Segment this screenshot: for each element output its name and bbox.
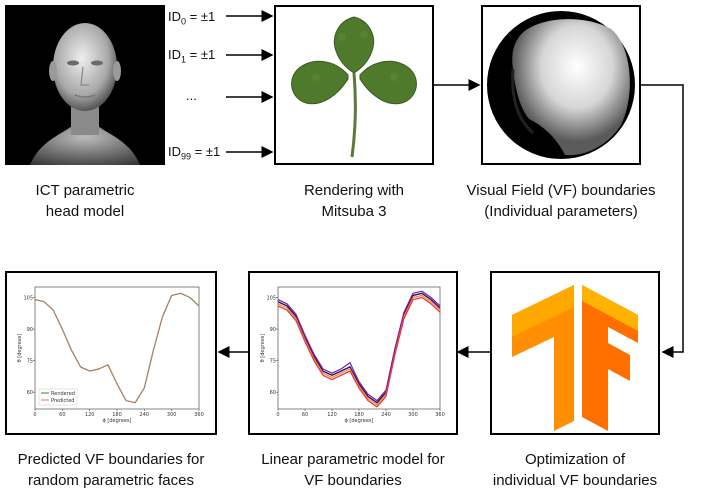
x-tick-label: 180 <box>354 412 364 418</box>
x-tick-label: 300 <box>167 412 177 418</box>
visual-field-sphere-icon <box>487 11 635 159</box>
y-tick-label: 60 <box>270 390 276 396</box>
x-tick-label: 60 <box>59 412 65 418</box>
vf-boundaries-box <box>481 5 641 165</box>
caption-vf-boundaries: Visual Field (VF) boundaries (Individual… <box>466 182 656 220</box>
y-tick-label: 60 <box>27 390 33 396</box>
legend-label: Rendered <box>51 391 75 397</box>
x-tick-label: 0 <box>33 412 36 418</box>
id-label-ellipsis: ... <box>186 88 197 103</box>
series-line <box>277 296 441 408</box>
y-tick-label: 90 <box>27 327 33 333</box>
id-label-99: ID99 = ±1 <box>168 144 221 162</box>
x-tick-label: 180 <box>112 412 122 418</box>
x-axis-label: ϕ [degrees] <box>103 418 132 424</box>
y-tick-label: 90 <box>270 327 276 333</box>
x-tick-label: 360 <box>435 412 445 418</box>
x-tick-label: 0 <box>276 412 279 418</box>
y-axis-label: θ [degrees] <box>17 334 23 363</box>
rendering-box <box>274 5 434 165</box>
x-tick-label: 240 <box>381 412 391 418</box>
predicted-chart: 0 60 120 180 240 300 360 105 90 75 60 ϕ [degrees] θ … <box>17 286 204 424</box>
arrow-vf-to-opt <box>661 250 684 358</box>
x-tick-label: 120 <box>85 412 95 418</box>
y-tick-label: 75 <box>270 359 276 365</box>
y-tick-label: 105 <box>266 296 276 302</box>
caption-optimization: Optimization of individual VF boundaries <box>492 451 658 489</box>
caption-linear-model: Linear parametric model for VF boundarie… <box>261 451 445 489</box>
leaf-icon <box>291 16 417 158</box>
y-tick-label: 105 <box>23 296 33 302</box>
x-tick-label: 60 <box>302 412 308 418</box>
optimization-box <box>490 271 660 435</box>
linear-chart-box: 0 60 120 180 240 300 360 105 90 75 60 ϕ [degrees] θ … <box>248 271 458 435</box>
tensorflow-logo-icon <box>512 285 638 431</box>
series-line <box>277 292 441 404</box>
series-line <box>34 292 200 404</box>
y-tick-label: 75 <box>27 359 33 365</box>
caption-rendering: Rendering with Mitsuba 3 <box>303 182 405 220</box>
predicted-chart-box: 0 60 120 180 240 300 360 105 90 75 60 ϕ [degrees] θ … <box>5 271 217 435</box>
series-line <box>34 292 200 404</box>
legend-label: Predicted <box>51 398 74 404</box>
x-tick-label: 300 <box>408 412 418 418</box>
id-label-1: ID1 = ±1 <box>168 47 216 65</box>
head-render-icon <box>5 5 165 165</box>
y-axis-label: θ [degrees] <box>260 334 266 363</box>
id-label-0: ID0 = ±1 <box>168 9 216 27</box>
x-tick-label: 240 <box>140 412 150 418</box>
caption-head-model: ICT parametric head model <box>35 182 135 220</box>
arrow-vf-to-opt-line <box>639 84 684 250</box>
series-line <box>277 290 441 402</box>
x-axis-label: ϕ [degrees] <box>345 418 374 424</box>
x-tick-label: 360 <box>194 412 204 418</box>
plot-frame <box>277 286 441 410</box>
caption-predicted: Predicted VF boundaries for random param… <box>17 451 205 489</box>
x-tick-label: 120 <box>327 412 337 418</box>
linear-model-chart: 0 60 120 180 240 300 360 105 90 75 60 ϕ [degrees] θ … <box>260 286 445 424</box>
series-line <box>277 294 441 406</box>
head-model-image <box>5 5 165 165</box>
